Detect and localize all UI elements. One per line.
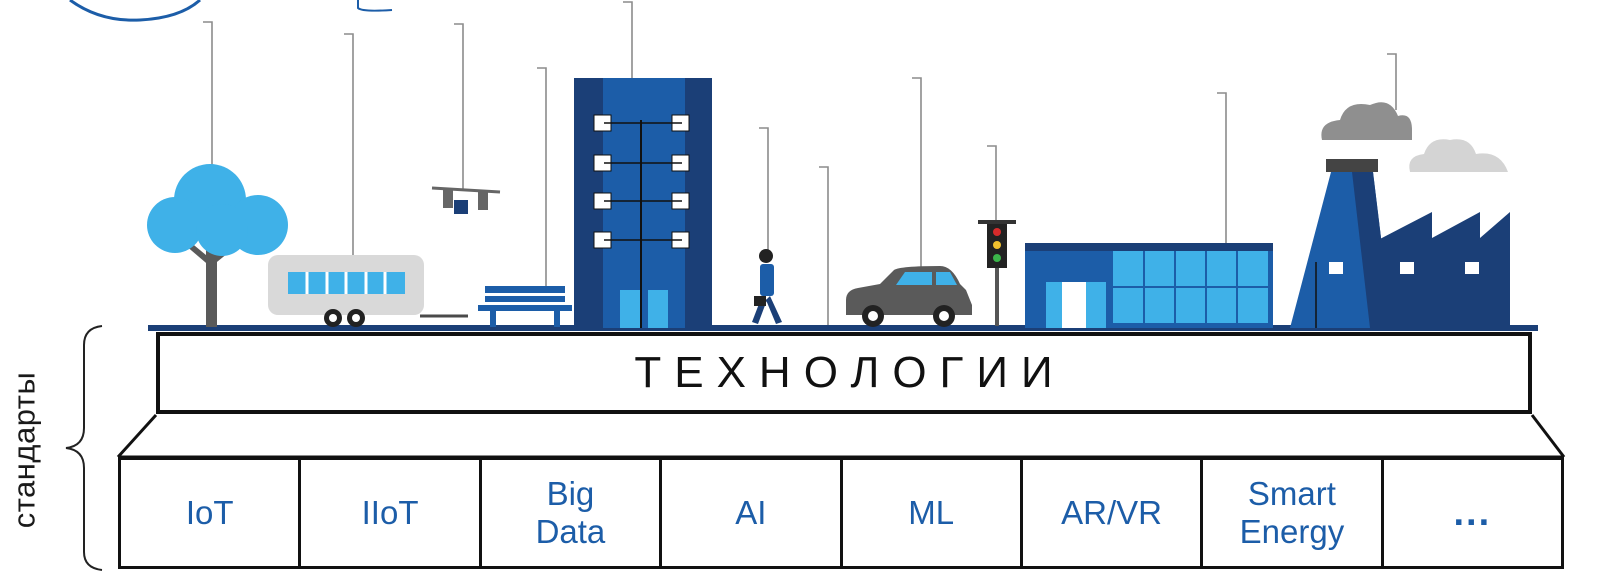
drone-icon <box>431 186 501 214</box>
tree-icon <box>147 164 288 327</box>
tech-label: AR/VR <box>1061 494 1162 531</box>
office-building-icon <box>574 78 712 328</box>
bench-icon <box>478 286 572 327</box>
partial-circle-icon <box>69 0 202 22</box>
technologies-title: ТЕХНОЛОГИИ <box>634 348 1066 397</box>
pedestrian-icon <box>752 249 782 324</box>
cloud-icon <box>1321 102 1508 172</box>
tech-cell-ai: AI <box>659 457 843 569</box>
tech-cell-ml: ML <box>839 457 1023 569</box>
tech-label: Big Data <box>535 475 606 550</box>
tech-label: Smart Energy <box>1239 475 1345 550</box>
factory-icon <box>1290 159 1510 328</box>
tech-cell-big-data: Big Data <box>478 457 663 569</box>
tech-cell-iiot: IIoT <box>298 457 482 569</box>
trailer-icon <box>268 255 468 327</box>
platform-outline <box>116 413 1566 459</box>
ground-line <box>148 325 1538 331</box>
tech-cell-ar-vr: AR/VR <box>1019 457 1204 569</box>
tech-cell-smart-energy: Smart Energy <box>1200 457 1384 569</box>
shop-building-icon <box>1025 243 1273 328</box>
more-ellipsis-icon: ... <box>1453 492 1492 534</box>
tech-label: IIoT <box>361 494 419 531</box>
standards-label-text: стандарты <box>6 371 41 529</box>
car-icon <box>846 266 972 327</box>
tech-cell-iot: IoT <box>118 457 302 569</box>
tech-label: ML <box>908 494 955 531</box>
tech-label: AI <box>735 494 767 531</box>
technologies-banner: ТЕХНОЛОГИИ <box>156 332 1532 414</box>
traffic-light-icon <box>978 220 1016 326</box>
tech-cell-more: ... <box>1380 457 1564 569</box>
tech-label: IoT <box>185 494 234 531</box>
curly-brace-icon <box>65 325 103 571</box>
technology-row: IoT IIoT Big Data AI ML AR/VR Smart Ener… <box>118 457 1564 569</box>
partial-shape-icon <box>357 0 393 12</box>
standards-label: стандарты <box>6 352 42 548</box>
